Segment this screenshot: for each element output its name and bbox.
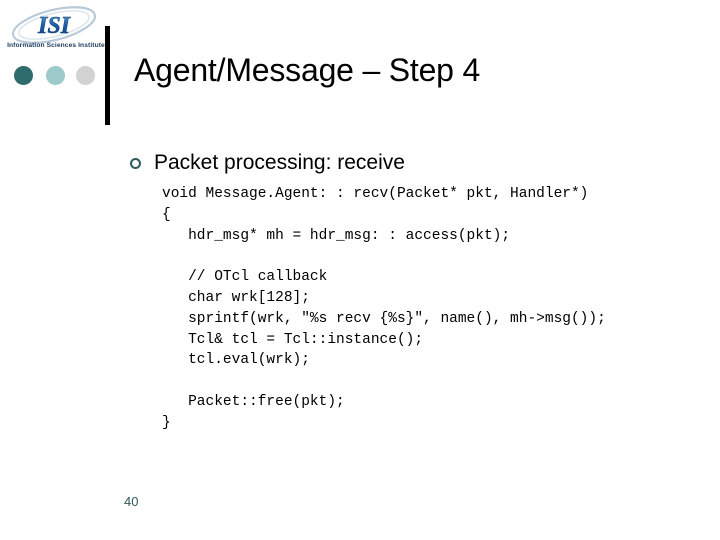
svg-text:ISI: ISI (37, 13, 72, 39)
bullet-item-label: Packet processing: receive (154, 151, 405, 174)
isi-logo-graphic: ISI (11, 6, 97, 44)
logo-dot-light (46, 66, 65, 85)
bullet-item: Packet processing: receive (130, 150, 405, 176)
code-block: void Message.Agent: : recv(Packet* pkt, … (162, 184, 682, 434)
code-blank-line (162, 371, 682, 392)
code-line: sprintf(wrk, "%s recv {%s}", name(), mh-… (162, 310, 606, 327)
code-line: Packet::free(pkt); (162, 393, 345, 410)
logo-caption: Information Sciences Institute (7, 42, 105, 49)
code-line: { (162, 206, 171, 223)
page-title: Agent/Message – Step 4 (134, 52, 481, 88)
logo-block: ISI Information Sciences Institute (7, 6, 105, 49)
code-blank-line (162, 246, 682, 267)
logo-dot-gray (76, 66, 95, 85)
code-line: Tcl& tcl = Tcl::instance(); (162, 331, 424, 348)
title-divider-bar (105, 26, 110, 125)
code-line: char wrk[128]; (162, 289, 310, 306)
logo-dot-dark (14, 66, 33, 85)
page-number: 40 (124, 494, 139, 509)
code-line: tcl.eval(wrk); (162, 352, 310, 369)
code-line: void Message.Agent: : recv(Packet* pkt, … (162, 186, 589, 202)
code-line: } (162, 414, 171, 431)
bullet-ring-icon (130, 158, 141, 169)
logo-dots (6, 62, 101, 88)
code-line: // OTcl callback (162, 269, 328, 286)
code-line: hdr_msg* mh = hdr_msg: : access(pkt); (162, 227, 511, 244)
isi-logo: ISI (8, 6, 100, 44)
